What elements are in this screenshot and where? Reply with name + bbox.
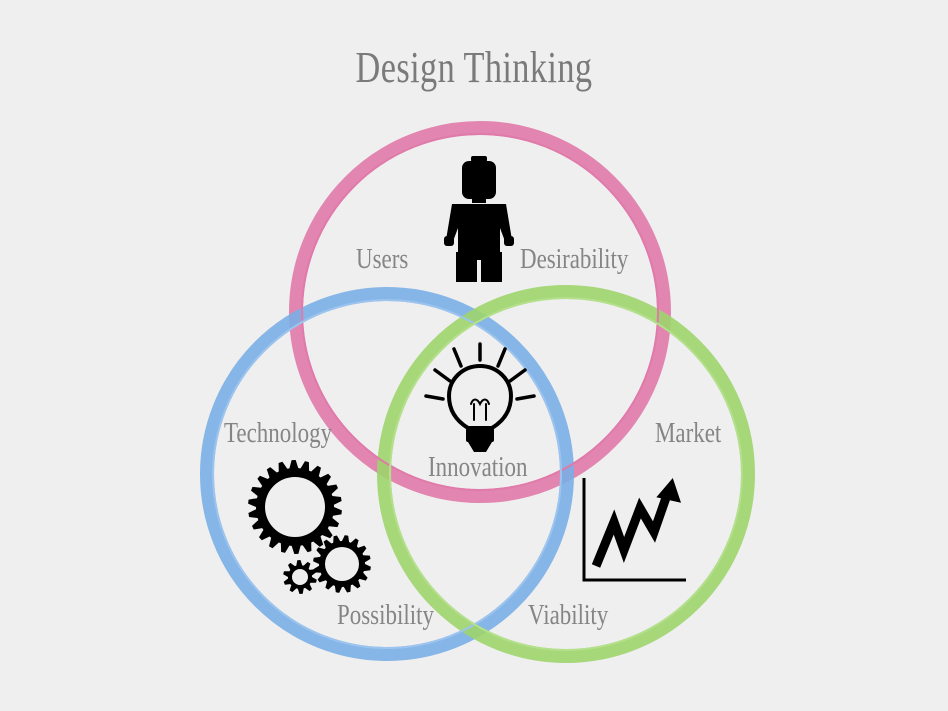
label-technology: Technology <box>224 418 333 449</box>
label-viability: Viability <box>528 600 609 631</box>
lightbulb-icon <box>424 342 536 452</box>
users-circle-inner <box>301 133 659 491</box>
label-desirability: Desirability <box>520 244 629 275</box>
medium-gear-icon <box>313 535 371 593</box>
large-gear-icon <box>248 460 342 554</box>
technology-circle-outer <box>200 287 574 661</box>
growth-chart-icon <box>582 478 686 582</box>
diagram-title: Design Thinking <box>355 43 593 92</box>
label-market: Market <box>655 418 722 449</box>
label-innovation: Innovation <box>428 452 528 483</box>
small-gear-icon <box>283 560 317 594</box>
label-users: Users <box>356 244 409 275</box>
market-circle-inner <box>389 297 743 651</box>
person-icon <box>444 156 514 282</box>
gears-icon <box>248 460 371 594</box>
label-possibility: Possibility <box>337 600 434 631</box>
market-circle-outer <box>377 285 755 663</box>
technology-circle-inner <box>212 299 562 649</box>
